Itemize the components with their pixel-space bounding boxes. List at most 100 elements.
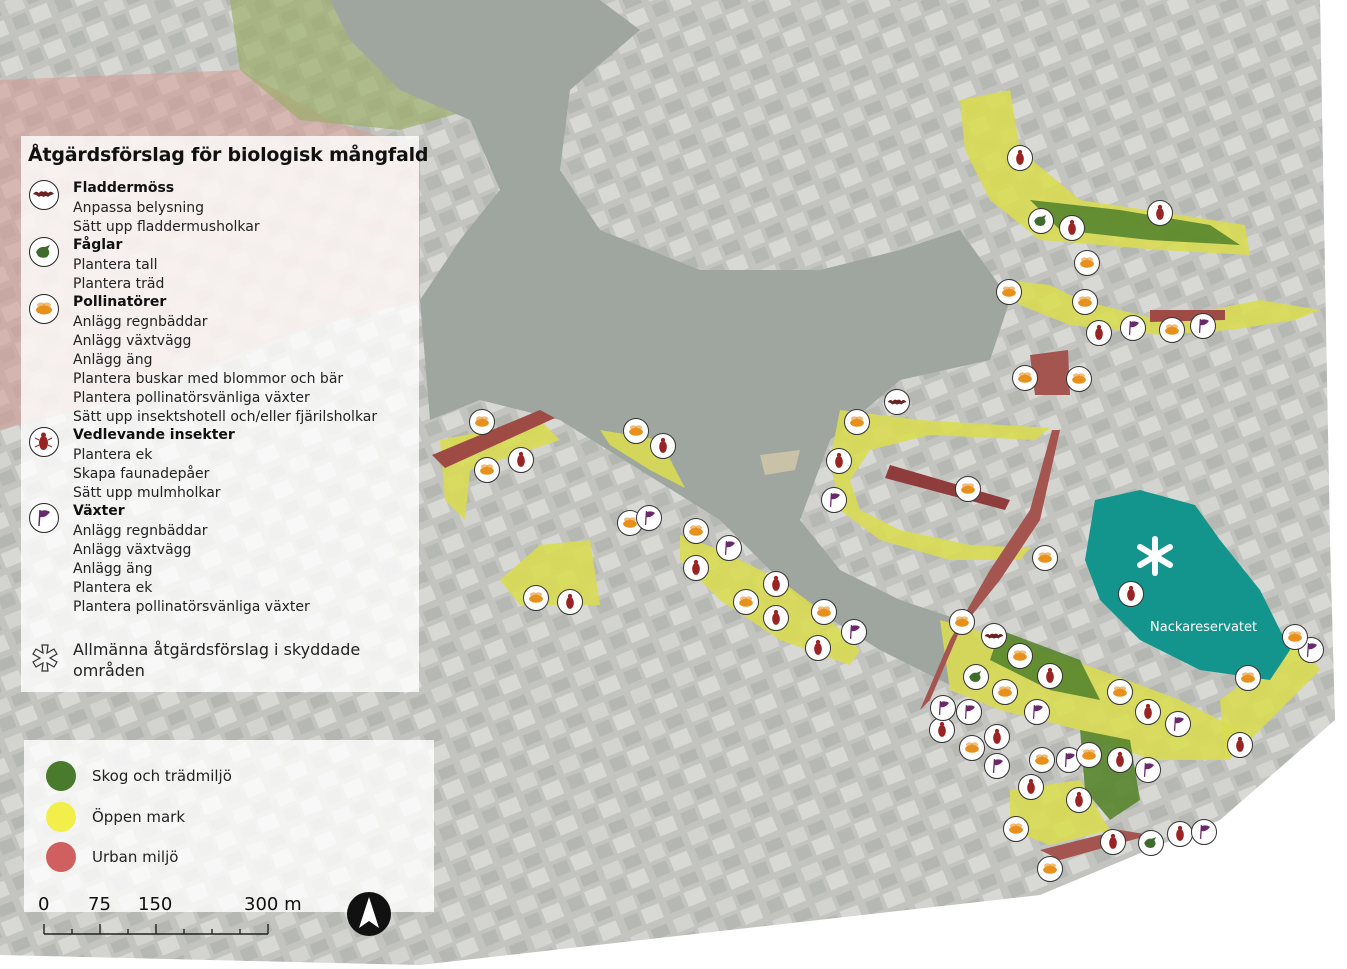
asterisk-icon	[1137, 536, 1173, 576]
beetle-icon	[1059, 215, 1085, 241]
bee-icon	[623, 418, 649, 444]
legend-item: Plantera buskar med blommor och bär	[73, 371, 344, 387]
open-zone-slope	[680, 535, 860, 665]
plant-icon	[1165, 711, 1191, 737]
scale-label: 0	[38, 894, 50, 915]
bee-icon	[29, 294, 59, 324]
plant-icon	[1191, 819, 1217, 845]
plant-icon	[956, 699, 982, 725]
plant-icon	[930, 695, 956, 721]
legend-item: Anlägg regnbäddar	[73, 523, 208, 539]
bee-icon	[469, 409, 495, 435]
scale-bar	[43, 924, 269, 935]
plant-icon	[1135, 757, 1161, 783]
nature-reserve-area	[1085, 490, 1290, 680]
legend-item: Anlägg växtvägg	[73, 333, 192, 349]
legend-item: Sätt upp fladdermusholkar	[73, 219, 260, 235]
category-name: Fåglar	[73, 237, 123, 253]
bee-icon	[1012, 365, 1038, 391]
plant-icon	[1120, 315, 1146, 341]
legend-item: Sätt upp mulmholkar	[73, 485, 221, 501]
beetle-icon	[1100, 829, 1126, 855]
beetle-icon	[650, 433, 676, 459]
legend-item: Skapa faunadepåer	[73, 466, 210, 482]
legend-panel: Åtgärdsförslag för biologisk mångfald Fl…	[21, 136, 428, 692]
beetle-icon	[805, 635, 831, 661]
bee-icon	[959, 735, 985, 761]
plant-icon	[984, 753, 1010, 779]
bee-icon	[1282, 624, 1308, 650]
beetle-icon	[1007, 145, 1033, 171]
bird-icon	[1138, 830, 1164, 856]
plant-icon	[716, 535, 742, 561]
legend-item: Plantera ek	[73, 447, 153, 463]
bee-icon	[955, 476, 981, 502]
beetle-icon	[508, 447, 534, 473]
beetle-icon	[1018, 774, 1044, 800]
bee-icon	[992, 679, 1018, 705]
legend-title: Åtgärdsförslag för biologisk mångfald	[28, 144, 429, 166]
beetle-icon	[1135, 699, 1161, 725]
bee-icon	[523, 585, 549, 611]
key-label: Skog och trädmiljö	[92, 767, 232, 785]
legend-item: Sätt upp insektshotell och/eller fjärils…	[73, 409, 378, 425]
bee-icon	[1235, 665, 1261, 691]
beetle-icon	[29, 427, 59, 457]
bee-icon	[474, 457, 500, 483]
bee-icon	[811, 599, 837, 625]
beetle-icon	[683, 555, 709, 581]
bee-icon	[1074, 250, 1100, 276]
swatch-open	[46, 802, 76, 832]
bee-icon	[1037, 856, 1063, 882]
urban-strip-bridge	[920, 430, 1060, 710]
scale-label: 75	[88, 894, 111, 915]
open-zone-harbor	[830, 410, 1050, 560]
beetle-icon	[1066, 787, 1092, 813]
bee-icon	[683, 518, 709, 544]
bee-icon	[1007, 643, 1033, 669]
legend-item: Plantera träd	[73, 276, 165, 292]
beetle-icon	[826, 448, 852, 474]
bee-icon	[733, 589, 759, 615]
island	[760, 450, 800, 475]
swatch-urban	[46, 842, 76, 872]
asterisk-outline-icon	[32, 644, 58, 672]
beetle-icon	[929, 717, 955, 743]
bee-icon	[1107, 679, 1133, 705]
category-name: Vedlevande insekter	[73, 427, 235, 443]
legend-item: Plantera ek	[73, 580, 153, 596]
urban-strip-west-pier	[432, 410, 555, 468]
bee-icon	[1032, 545, 1058, 571]
beetle-icon	[557, 589, 583, 615]
key-label: Öppen mark	[92, 808, 186, 826]
category-name: Pollinatörer	[73, 294, 167, 310]
bird-icon	[29, 237, 59, 267]
beetle-icon	[1037, 663, 1063, 689]
bee-icon	[1072, 289, 1098, 315]
legend-general: Allmänna åtgärdsförslag i skyddade områd…	[29, 639, 409, 683]
legend-item: Plantera pollinatörsvänliga växter	[73, 599, 310, 615]
open-zone-quay	[600, 430, 685, 488]
open-zone-east	[1005, 280, 1320, 335]
beetle-icon	[1086, 320, 1112, 346]
bee-icon	[949, 609, 975, 635]
reserve-label: Nackareservatet	[1150, 620, 1258, 635]
bird-icon	[963, 664, 989, 690]
category-name: Växter	[73, 503, 125, 519]
bird-icon	[1028, 208, 1054, 234]
water-body	[330, 0, 1010, 690]
plant-icon	[841, 619, 867, 645]
beetle-icon	[763, 605, 789, 631]
beetle-icon	[1107, 747, 1133, 773]
general-measures-text: Allmänna åtgärdsförslag i skyddade områd…	[73, 640, 361, 680]
scale-label: 150	[138, 894, 173, 915]
plant-icon	[29, 503, 59, 533]
plant-icon	[1190, 313, 1216, 339]
beetle-icon	[763, 571, 789, 597]
beetle-icon	[1118, 581, 1144, 607]
legend-item: Anlägg växtvägg	[73, 542, 192, 558]
plant-icon	[636, 505, 662, 531]
legend-item: Anlägg äng	[73, 352, 153, 368]
forest-zone-north	[1030, 200, 1240, 245]
key-panel: Skog och trädmiljö Öppen mark Urban milj…	[24, 740, 434, 935]
